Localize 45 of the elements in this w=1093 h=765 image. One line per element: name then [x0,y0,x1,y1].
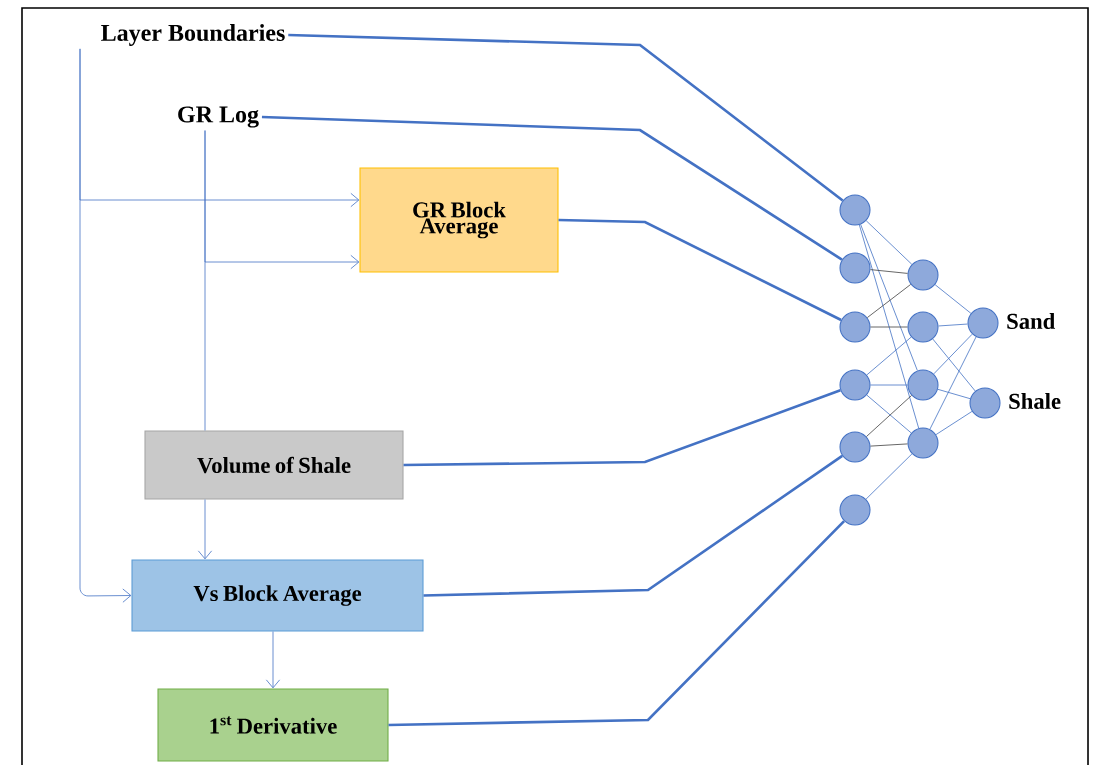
arrow [197,499,213,560]
arrow [265,631,281,689]
neuron-circle [839,311,871,343]
connector-line [261,115,843,261]
connector-line [932,338,976,392]
neuron-circle [907,259,939,291]
connector-line [388,520,846,727]
connector-line [860,224,918,371]
connector-line [870,384,908,386]
neuron-circle [839,369,871,401]
connector-line [865,453,913,500]
input-label: Layer Boundaries [101,24,285,46]
output-label: Shale [1009,393,1061,409]
connector-line [403,389,841,467]
connector-line [929,336,977,430]
process-box: GR Block Average [359,167,559,273]
connector-line [935,411,973,435]
process-box: Vs Block Average [131,559,424,632]
neuron-circle [839,494,871,526]
connector-line [288,33,844,202]
connector-line [858,224,920,429]
connector-line [937,388,971,400]
connector-line [866,336,912,376]
neuron-circle [907,369,939,401]
connector-line [938,323,968,327]
input-label: GR Log [178,106,259,128]
connector-line [933,333,973,375]
output-label: Sand [1007,313,1056,329]
connector-line [870,443,908,447]
connector-line [870,326,908,328]
connector-line [870,269,908,274]
neuron-circle [839,431,871,463]
connector-line [934,284,972,314]
neuron-circle [839,194,871,226]
neuron-circle [907,311,939,343]
neuron-circle [907,427,939,459]
connector-line [558,218,842,322]
process-box: Volume of Shale [144,430,404,500]
connector-line [204,130,206,431]
process-box: 1$^{st}$ Derivative [157,688,389,762]
arrow [79,48,132,603]
connector-line [423,454,843,597]
neuron-circle [839,252,871,284]
connector-line [865,220,913,265]
connector-line [866,284,912,318]
